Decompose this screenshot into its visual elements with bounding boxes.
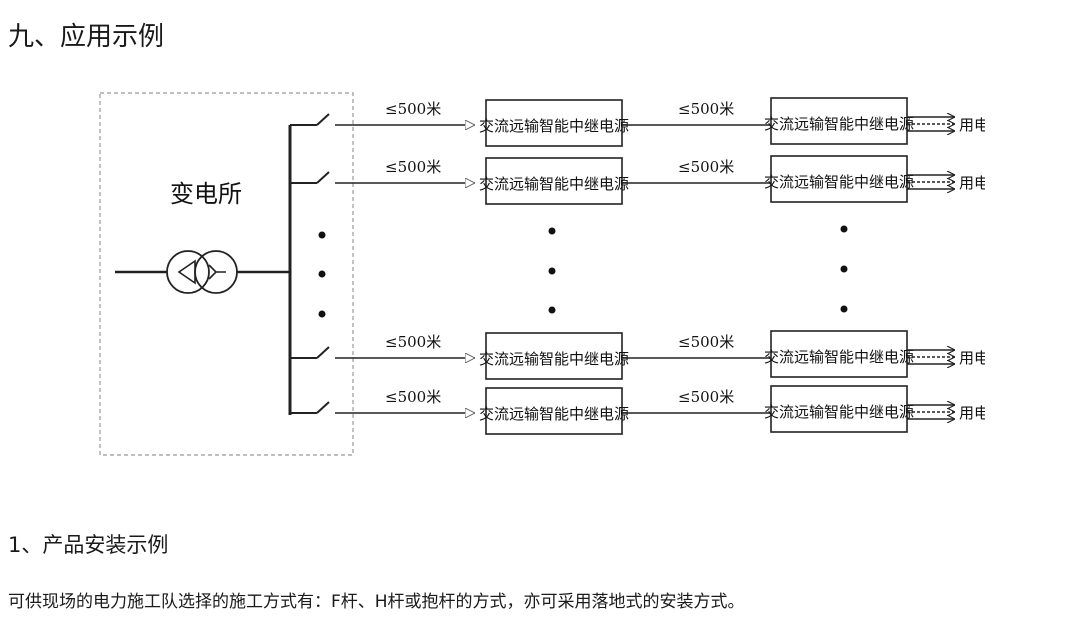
distance-label: ≤500米 — [678, 100, 734, 118]
output-arrows-icon — [907, 350, 955, 364]
equipment-label: 用电设备 — [959, 349, 985, 367]
repeater-label: 交流远输智能中继电源 — [764, 348, 914, 366]
switch-icon — [316, 401, 330, 414]
repeater-label: 交流远输智能中继电源 — [764, 115, 914, 133]
repeater-box — [770, 385, 908, 433]
repeater-box — [485, 99, 623, 147]
output-arrows-icon — [907, 117, 955, 131]
switch-icon — [316, 171, 330, 184]
distance-label: ≤500米 — [678, 158, 734, 176]
distance-label: ≤500米 — [385, 333, 441, 351]
repeater-label: 交流远输智能中继电源 — [764, 173, 914, 191]
repeater-box — [485, 332, 623, 380]
repeater-box — [485, 387, 623, 435]
distance-label: ≤500米 — [678, 333, 734, 351]
repeater-label: 交流远输智能中继电源 — [479, 350, 629, 368]
transformer-icon — [166, 250, 238, 294]
repeater-box — [770, 97, 908, 145]
repeater-label: 交流远输智能中继电源 — [764, 403, 914, 421]
power-distribution-diagram: 变电所 ≤500米交流远输智能中继电源≤500米交流远输智能中继电源用电设备≤5… — [85, 85, 985, 470]
repeater-label: 交流远输智能中继电源 — [479, 405, 629, 423]
section-title: 九、应用示例 — [8, 22, 165, 52]
repeater-box — [770, 330, 908, 378]
switch-icon — [316, 113, 330, 126]
repeater-box — [770, 155, 908, 203]
distance-label: ≤500米 — [385, 158, 441, 176]
installation-paragraph: 可供现场的电力施工队选择的施工方式有：F杆、H杆或抱杆的方式，亦可采用落地式的安… — [8, 592, 745, 612]
repeater-label: 交流远输智能中继电源 — [479, 175, 629, 193]
equipment-label: 用电设备 — [959, 404, 985, 422]
equipment-label: 用电设备 — [959, 174, 985, 192]
repeater-box — [485, 157, 623, 205]
equipment-label: 用电设备 — [959, 116, 985, 134]
switch-icon — [316, 346, 330, 359]
distance-label: ≤500米 — [678, 388, 734, 406]
output-arrows-icon — [907, 405, 955, 419]
output-arrows-icon — [907, 175, 955, 189]
repeater-label: 交流远输智能中继电源 — [479, 117, 629, 135]
substation-label: 变电所 — [170, 180, 242, 208]
ellipsis-dots — [318, 225, 848, 318]
subsection-title: 1、产品安装示例 — [8, 533, 169, 557]
substation-frame — [99, 92, 354, 456]
distance-label: ≤500米 — [385, 100, 441, 118]
distance-label: ≤500米 — [385, 388, 441, 406]
